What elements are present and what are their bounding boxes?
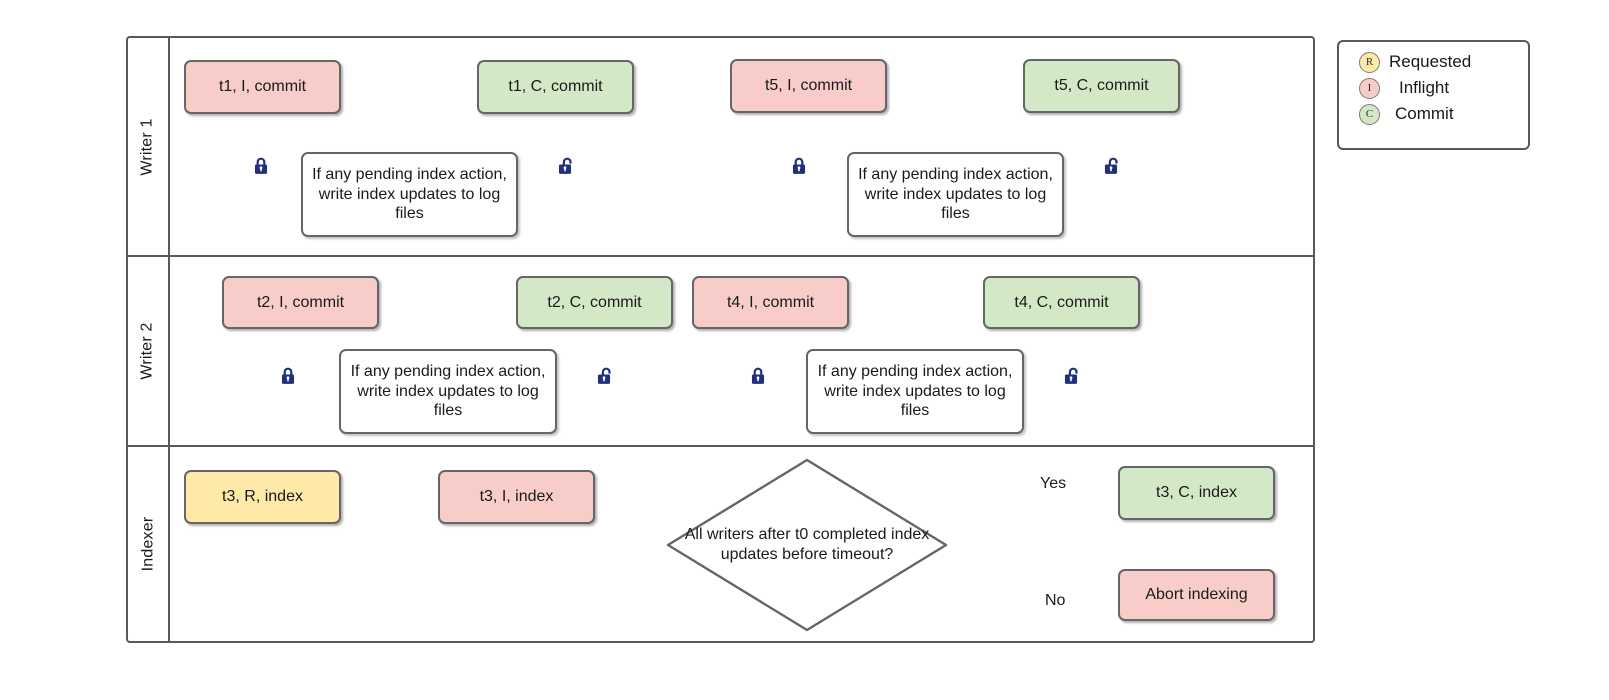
lock-closed-icon — [277, 365, 299, 387]
lock-closed-icon — [747, 365, 769, 387]
node-w2b-write-index-updates[interactable]: If any pending index action, write index… — [806, 349, 1024, 434]
lane-header-indexer: Indexer — [128, 447, 170, 641]
node-t3-inflight-index[interactable]: t3, I, index — [438, 470, 595, 524]
lock-open-icon — [593, 365, 615, 387]
lane-header-writer-1: Writer 1 — [128, 38, 170, 255]
node-t5-commit-commit[interactable]: t5, C, commit — [1023, 59, 1180, 113]
node-t2-commit-commit[interactable]: t2, C, commit — [516, 276, 673, 329]
node-w1a-write-index-updates[interactable]: If any pending index action, write index… — [301, 152, 518, 237]
legend-label-requested: Requested — [1389, 52, 1472, 71]
node-t1-inflight-commit[interactable]: t1, I, commit — [184, 60, 341, 114]
edge-label-no: No — [1045, 592, 1066, 609]
lane-label-writer-2: Writer 2 — [139, 322, 156, 380]
node-t3-requested-index[interactable]: t3, R, index — [184, 470, 341, 524]
lane-header-writer-2: Writer 2 — [128, 257, 170, 445]
lane-label-indexer: Indexer — [139, 516, 156, 572]
lock-closed-icon — [250, 155, 272, 177]
lock-open-icon — [1060, 365, 1082, 387]
node-w2a-write-index-updates[interactable]: If any pending index action, write index… — [339, 349, 557, 434]
node-t2-inflight-commit[interactable]: t2, I, commit — [222, 276, 379, 329]
node-t4-inflight-commit[interactable]: t4, I, commit — [692, 276, 849, 329]
lane-writer-2: Writer 2 — [128, 257, 1313, 447]
node-t4-commit-commit[interactable]: t4, C, commit — [983, 276, 1140, 329]
node-t3-commit-index[interactable]: t3, C, index — [1118, 466, 1275, 520]
inflight-badge-icon: I — [1359, 77, 1380, 99]
node-t1-commit-commit[interactable]: t1, C, commit — [477, 60, 634, 114]
node-decision-writers-completed[interactable]: All writers after t0 completed index upd… — [665, 457, 949, 633]
legend-label-commit: Commit — [1395, 104, 1454, 123]
node-w1b-write-index-updates[interactable]: If any pending index action, write index… — [847, 152, 1064, 237]
lock-closed-icon — [788, 155, 810, 177]
lock-open-icon — [1100, 155, 1122, 177]
requested-badge-icon: R — [1359, 51, 1380, 73]
legend-item-requested: R Requested — [1359, 49, 1471, 75]
edge-label-yes: Yes — [1040, 475, 1067, 492]
lock-open-icon — [554, 155, 576, 177]
commit-badge-icon: C — [1359, 103, 1380, 125]
node-t5-inflight-commit[interactable]: t5, I, commit — [730, 59, 887, 113]
lane-writer-1: Writer 1 — [128, 38, 1313, 257]
legend-item-commit: C Commit — [1359, 101, 1454, 127]
lane-indexer: Indexer — [128, 447, 1313, 641]
node-abort-indexing[interactable]: Abort indexing — [1118, 569, 1275, 621]
legend-panel: R Requested I Inflight C Commit — [1337, 40, 1530, 150]
lane-label-writer-1: Writer 1 — [139, 117, 156, 176]
legend-item-inflight: I Inflight — [1359, 75, 1449, 101]
legend-label-inflight: Inflight — [1399, 78, 1450, 97]
